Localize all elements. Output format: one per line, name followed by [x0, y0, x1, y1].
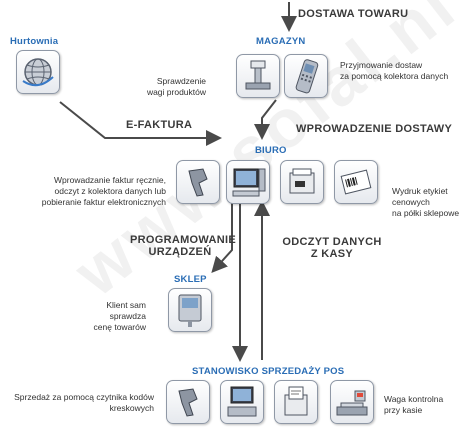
- desc-faktury-line1: Wprowadzanie faktur ręcznie,: [54, 175, 166, 185]
- biuro-computer-box: [226, 160, 270, 204]
- receipt-printer-icon: [284, 386, 308, 416]
- desc-przyjmowanie-line1: Przyjmowanie dostaw: [340, 60, 423, 70]
- desc-klient-line2: sprawdza: [109, 311, 146, 321]
- label-hurtownia: Hurtownia: [10, 36, 59, 47]
- desc-sprzedaz-line2: kreskowych: [109, 403, 154, 413]
- barcode-scanner-icon: [178, 388, 198, 417]
- label-sklep: SKLEP: [174, 274, 207, 285]
- biuro-scanner-box: [176, 160, 220, 204]
- desc-klient-line3: cenę towarów: [93, 322, 146, 332]
- globe-icon: [22, 58, 54, 87]
- desc-faktury-line3: pobieranie faktur elektronicznych: [41, 197, 166, 207]
- computer-icon: [232, 168, 266, 197]
- desc-etykiety-line1: Wydruk etykiet: [392, 186, 448, 196]
- desc-faktury-line2: odczyt z kolektora danych lub: [54, 186, 166, 196]
- desc-sprzedaz-line1: Sprzedaż za pomocą czytnika kodów: [14, 392, 154, 402]
- arrow-programowanie: [211, 196, 233, 273]
- checkout-scale-icon: [336, 390, 368, 416]
- biuro-label-box: [334, 160, 378, 204]
- biuro-printer-box: [280, 160, 324, 204]
- desc-przyjmowanie: Przyjmowanie dostaw za pomocą kolektora …: [340, 60, 470, 82]
- price-label-icon: [340, 169, 372, 195]
- desc-etykiety-line2: cenowych: [392, 197, 430, 207]
- label-biuro: BIURO: [255, 145, 287, 156]
- arrow-wprowadzenie: [254, 99, 277, 140]
- heading-wprowadzenie: WPROWADZENIE DOSTAWY: [296, 123, 453, 135]
- heading-programowanie-line2: URZĄDZEŃ: [148, 246, 212, 258]
- magazyn-scale-box: [236, 54, 280, 98]
- heading-odczyt-line2: Z KASY: [310, 248, 354, 260]
- pos-printer-box: [274, 380, 318, 424]
- sklep-checker-box: [168, 288, 212, 332]
- pos-scale-box: [330, 380, 374, 424]
- desc-waga-line1: Waga kontrolna: [384, 394, 444, 404]
- desc-etykiety-line3: na półki sklepowe: [392, 208, 460, 218]
- heading-odczyt: ODCZYT DANYCH Z KASY: [272, 236, 392, 260]
- desc-wagi: Sprawdzenie wagi produktów: [120, 76, 206, 98]
- heading-efaktura: E-FAKTURA: [126, 119, 193, 131]
- desc-klient-line1: Klient sam: [106, 300, 146, 310]
- data-collector-icon: [295, 59, 319, 94]
- hurtownia-box: [16, 50, 60, 94]
- pos-terminal-box: [220, 380, 264, 424]
- heading-programowanie-line1: PROGRAMOWANIE: [130, 234, 236, 246]
- heading-odczyt-line1: ODCZYT DANYCH: [282, 236, 382, 248]
- magazyn-collector-box: [284, 54, 328, 98]
- desc-waga-line2: przy kasie: [384, 405, 423, 415]
- price-checker-icon: [178, 294, 202, 327]
- desc-waga: Waga kontrolna przy kasie: [384, 394, 470, 416]
- desc-sprzedaz: Sprzedaż za pomocą czytnika kodów kresko…: [4, 392, 154, 414]
- pos-terminal-icon: [227, 386, 257, 417]
- heading-programowanie: PROGRAMOWANIE URZĄDZEŃ: [130, 234, 236, 258]
- arrow-efaktura: [59, 101, 222, 146]
- scale-icon: [245, 60, 271, 90]
- desc-faktury: Wprowadzanie faktur ręcznie, odczyt z ko…: [6, 175, 166, 208]
- desc-wagi-line2: wagi produktów: [146, 87, 206, 97]
- desc-przyjmowanie-line2: za pomocą kolektora danych: [340, 71, 449, 81]
- heading-dostawa: DOSTAWA TOWARU: [298, 8, 409, 20]
- pos-scanner-box: [166, 380, 210, 424]
- desc-wagi-line1: Sprawdzenie: [156, 76, 206, 86]
- barcode-scanner-icon: [188, 168, 208, 197]
- label-pos: STANOWISKO SPRZEDAŻY POS: [192, 366, 345, 377]
- label-printer-icon: [289, 168, 315, 194]
- desc-klient: Klient sam sprawdza cenę towarów: [86, 300, 146, 333]
- label-magazyn: MAGAZYN: [256, 36, 306, 47]
- desc-etykiety: Wydruk etykiet cenowych na półki sklepow…: [392, 186, 472, 219]
